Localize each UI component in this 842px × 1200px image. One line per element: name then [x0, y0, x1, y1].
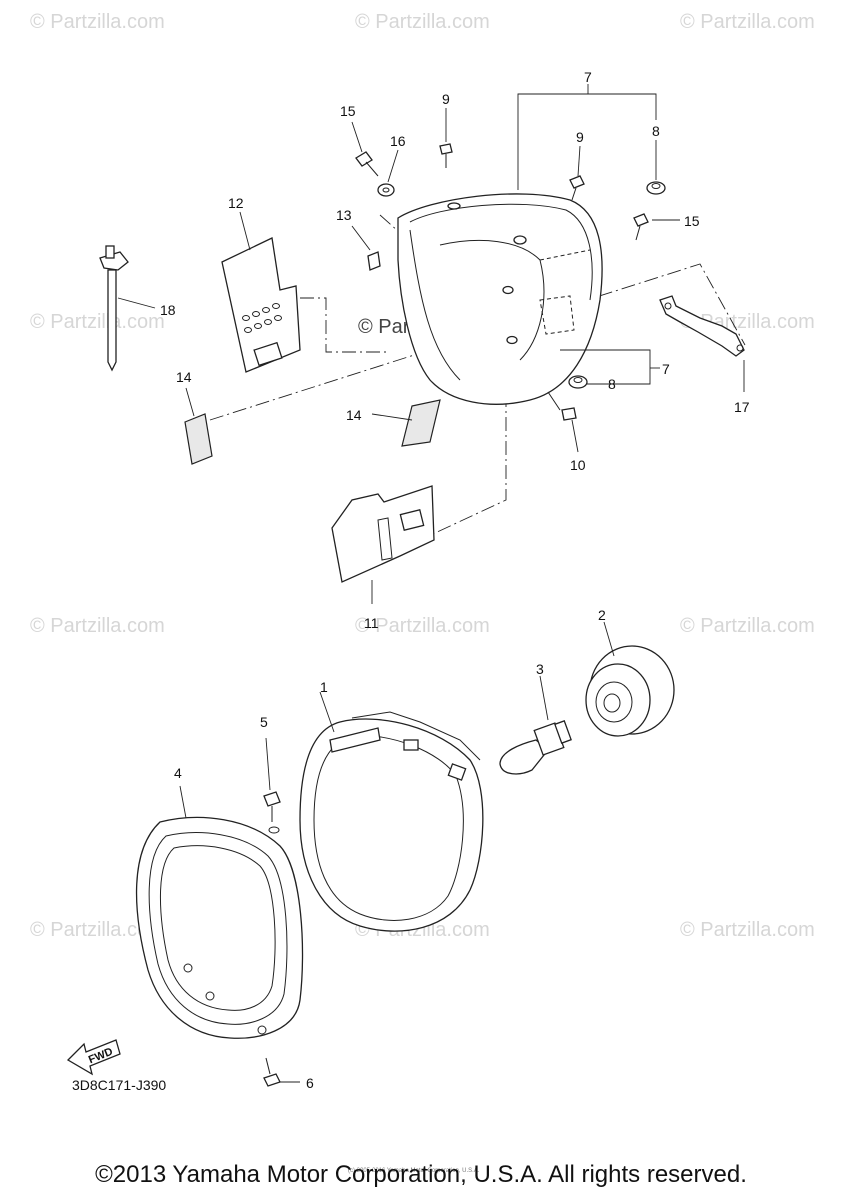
callout-15-left: 15: [340, 103, 356, 119]
part-socket-cover: [585, 621, 675, 737]
part-label-14: [184, 387, 441, 465]
callout-12: 12: [228, 195, 244, 211]
callout-7-bottom: 7: [662, 361, 670, 377]
copyright-notice: ©2013 Yamaha Motor Corporation, U.S.A. A…: [95, 1161, 747, 1188]
callout-11: 11: [364, 615, 379, 631]
watermark: © Partzilla.com: [30, 11, 165, 33]
callout-2: 2: [598, 607, 606, 623]
callout-10: 10: [570, 457, 586, 473]
part-cable-tie: [99, 245, 156, 372]
callout-4: 4: [174, 765, 182, 781]
watermark: © Partzilla.com: [30, 311, 165, 333]
fwd-arrow-icon: FWD: [66, 1039, 121, 1076]
callout-14-center: 14: [346, 407, 362, 423]
part-headlight-unit: [299, 691, 484, 932]
bracket-lines: [517, 84, 660, 385]
part-label-sheet: [331, 485, 435, 604]
callout-13: 13: [336, 207, 352, 223]
part-plate: [221, 211, 301, 373]
watermark-group: © Partzilla.com © Partzilla.com © Partzi…: [30, 11, 815, 941]
callout-8-bottom: 8: [608, 376, 616, 392]
callout-6: 6: [306, 1075, 314, 1091]
callout-16: 16: [390, 133, 406, 149]
watermark: © Partzilla.com: [30, 919, 165, 941]
fwd-label: FWD: [87, 1046, 115, 1067]
watermark: © Partzilla.com: [680, 11, 815, 33]
diagram-code: 3D8C171-J390: [72, 1077, 166, 1093]
part-label-small: [351, 225, 381, 271]
watermark: © Partzilla.com: [355, 11, 490, 33]
part-headlight-housing: [397, 193, 603, 405]
tiny-notice: (c) 2005-2016 Yamaha Motor Corporation, …: [348, 1168, 480, 1174]
callout-5: 5: [260, 714, 268, 730]
part-rim: [135, 785, 304, 1039]
watermark: © Partzilla.com: [680, 615, 815, 637]
callout-7-top: 7: [584, 69, 592, 85]
callout-15-right: 15: [684, 213, 700, 229]
watermark: © Partzilla.com: [30, 615, 165, 637]
callout-18: 18: [160, 302, 176, 318]
part-fasteners-top: [351, 108, 680, 241]
part-stay-bracket: [659, 295, 745, 392]
callout-17: 17: [734, 399, 750, 415]
part-fasteners-lower: [547, 375, 604, 453]
callout-9-center: 9: [442, 91, 450, 107]
watermark: © Partzilla.com: [680, 919, 815, 941]
callout-1: 1: [320, 679, 328, 695]
callout-3: 3: [536, 661, 544, 677]
part-bulb: [499, 675, 572, 775]
callout-labels: 1 2 3 4 5 6 7 7 8 8 9 9 10 11 12 13 14 1…: [160, 69, 750, 1091]
part-screws-rim: [263, 737, 300, 1087]
callout-8-top: 8: [652, 123, 660, 139]
callout-9-right: 9: [576, 129, 584, 145]
watermark: © Partzilla.com: [355, 615, 490, 637]
callout-14-left: 14: [176, 369, 192, 385]
